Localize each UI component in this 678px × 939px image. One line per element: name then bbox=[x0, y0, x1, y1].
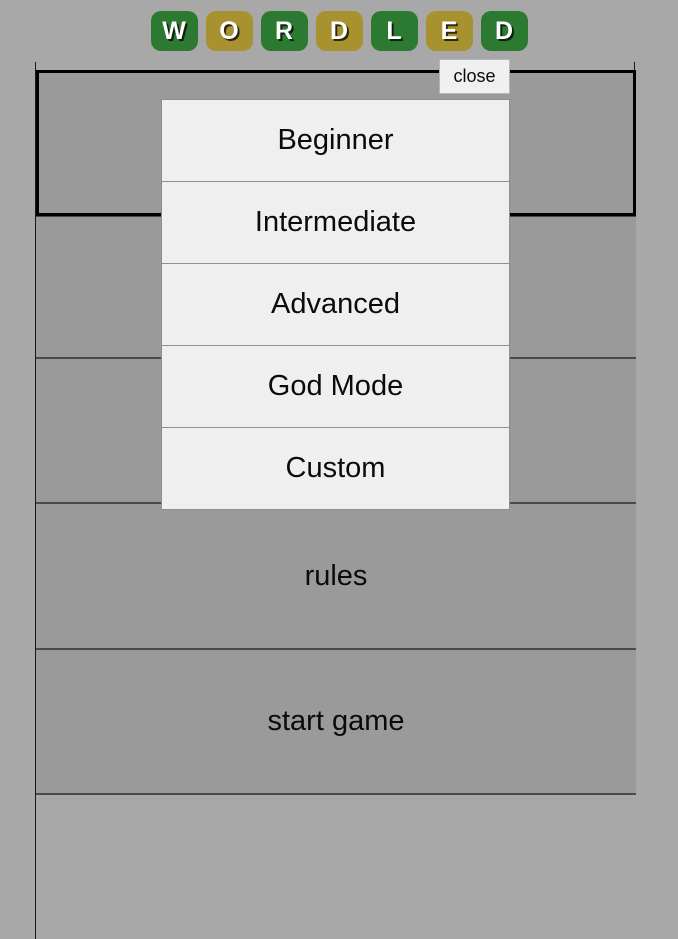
difficulty-option-label: Advanced bbox=[271, 288, 400, 320]
difficulty-option-label: God Mode bbox=[267, 370, 404, 402]
game-title: W O R D L E D bbox=[0, 0, 678, 62]
difficulty-option-advanced[interactable]: Advanced bbox=[161, 263, 510, 346]
rules-button[interactable]: rules bbox=[36, 503, 636, 649]
difficulty-option-label: Beginner bbox=[277, 124, 394, 156]
title-tile-5: L bbox=[370, 11, 418, 51]
start-game-button-label: start game bbox=[267, 705, 405, 737]
title-tile-letter: O bbox=[219, 16, 239, 45]
difficulty-option-label: Custom bbox=[285, 452, 386, 484]
title-tile-letter: D bbox=[494, 16, 514, 45]
title-tile-letter: L bbox=[386, 16, 402, 45]
difficulty-option-label: Intermediate bbox=[254, 206, 417, 238]
start-game-button[interactable]: start game bbox=[36, 649, 636, 794]
title-tile-3: R bbox=[260, 11, 308, 51]
close-button[interactable]: close bbox=[439, 59, 510, 94]
title-tile-2: O bbox=[205, 11, 253, 51]
close-button-label: close bbox=[453, 66, 496, 86]
footer-panel bbox=[36, 794, 636, 939]
title-tile-letter: R bbox=[274, 16, 294, 45]
title-tile-4: D bbox=[315, 11, 363, 51]
title-tile-7: D bbox=[480, 11, 528, 51]
difficulty-dropdown-menu: Beginner Intermediate Advanced God Mode … bbox=[161, 99, 510, 510]
title-tile-letter: W bbox=[162, 16, 186, 45]
title-tile-letter: D bbox=[329, 16, 349, 45]
title-tile-6: E bbox=[425, 11, 473, 51]
rules-button-label: rules bbox=[304, 559, 368, 592]
difficulty-option-custom[interactable]: Custom bbox=[161, 427, 510, 510]
title-tile-1: W bbox=[150, 11, 198, 51]
difficulty-option-beginner[interactable]: Beginner bbox=[161, 99, 510, 182]
difficulty-option-god-mode[interactable]: God Mode bbox=[161, 345, 510, 428]
title-tile-letter: E bbox=[440, 16, 458, 45]
difficulty-option-intermediate[interactable]: Intermediate bbox=[161, 181, 510, 264]
